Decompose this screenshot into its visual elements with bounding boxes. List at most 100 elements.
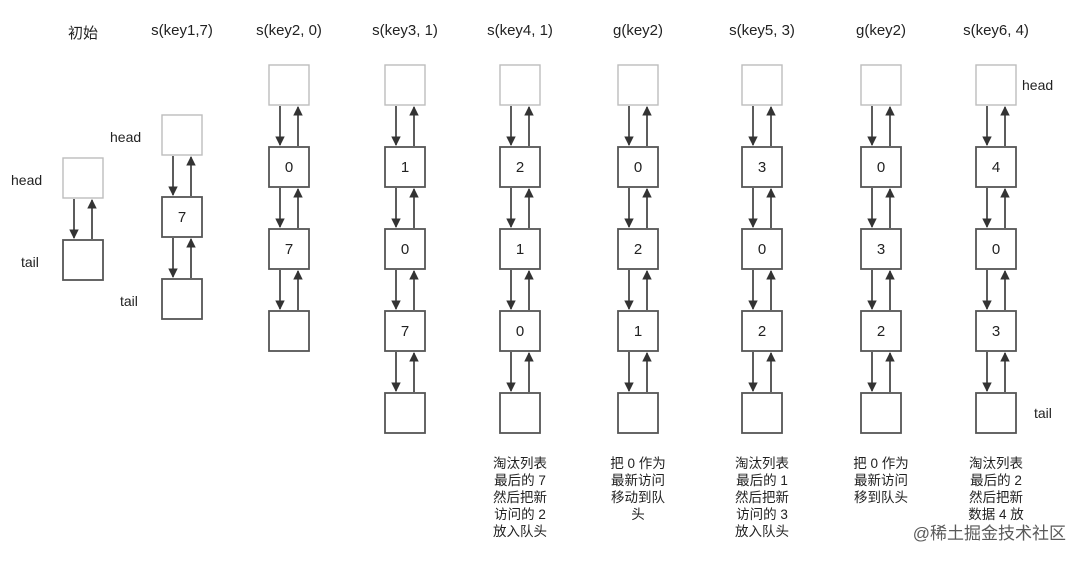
node-value: 7	[401, 323, 409, 340]
column-title: s(key4, 1)	[487, 22, 553, 39]
note-line: 最后的 7	[494, 473, 546, 488]
note-line: 最新访问	[611, 473, 665, 488]
node-value: 7	[285, 241, 293, 258]
list-column: 2 1 0	[499, 64, 541, 434]
list-node	[161, 196, 203, 238]
note-line: 把 0 作为	[610, 456, 666, 471]
list-node	[268, 228, 310, 270]
list-node	[975, 310, 1017, 352]
node-value: 3	[758, 159, 766, 176]
list-node	[384, 146, 426, 188]
node-value: 0	[634, 159, 642, 176]
head-sentinel-node	[741, 64, 783, 106]
tail-sentinel-node	[161, 278, 203, 320]
tail-sentinel-node	[384, 392, 426, 434]
node-value: 0	[877, 159, 885, 176]
note-line: 淘汰列表	[493, 456, 547, 471]
node-value: 1	[516, 241, 524, 258]
note-line: 把 0 作为	[853, 456, 909, 471]
head-sentinel-node	[499, 64, 541, 106]
head-sentinel-node	[161, 114, 203, 156]
list-node	[975, 146, 1017, 188]
note-line: 头	[631, 507, 645, 522]
tail-sentinel-node	[741, 392, 783, 434]
node-value: 4	[992, 159, 1000, 176]
tail-label: tail	[21, 254, 39, 270]
head-label: head	[1022, 77, 1054, 93]
node-value: 3	[992, 323, 1000, 340]
column-title: s(key2, 0)	[256, 22, 322, 39]
note-line: 移动到队	[611, 490, 665, 505]
note-line: 放入队头	[493, 524, 547, 539]
list-node	[268, 146, 310, 188]
list-node	[499, 310, 541, 352]
note-line: 然后把新	[735, 490, 789, 505]
list-node	[741, 228, 783, 270]
note-line: 最后的 1	[736, 473, 788, 488]
note-line: 最新访问	[854, 473, 908, 488]
node-value: 0	[516, 323, 524, 340]
list-node	[617, 146, 659, 188]
column-title: s(key6, 4)	[963, 22, 1029, 39]
node-value: 2	[877, 323, 885, 340]
node-value: 0	[285, 159, 293, 176]
note-line: 然后把新	[969, 490, 1023, 505]
watermark: @稀土掘金技术社区	[912, 524, 1066, 543]
head-sentinel-node	[617, 64, 659, 106]
list-node	[617, 228, 659, 270]
tail-sentinel-node	[975, 392, 1017, 434]
node-value: 2	[634, 241, 642, 258]
note-line: 移到队头	[854, 490, 908, 505]
tail-sentinel-node	[617, 392, 659, 434]
list-column: 1 0 7	[384, 64, 426, 434]
list-column: 4 0 3	[975, 64, 1017, 434]
list-node	[741, 146, 783, 188]
list-node	[384, 310, 426, 352]
note-line: 最后的 2	[970, 473, 1022, 488]
list-column: 0 3 2	[860, 64, 902, 434]
note-line: 访问的 2	[494, 507, 546, 522]
head-sentinel-node	[62, 157, 104, 199]
column-title: g(key2)	[612, 22, 664, 39]
column-title: s(key3, 1)	[372, 22, 438, 39]
step-note: 把 0 作为最新访问移动到队头	[592, 455, 684, 523]
tail-sentinel-node	[499, 392, 541, 434]
node-value: 0	[758, 241, 766, 258]
node-value: 3	[877, 241, 885, 258]
head-label: head	[110, 129, 142, 145]
list-node	[741, 310, 783, 352]
note-line: 淘汰列表	[735, 456, 789, 471]
list-node	[499, 228, 541, 270]
node-value: 2	[516, 159, 524, 176]
node-value: 1	[634, 323, 642, 340]
list-node	[860, 310, 902, 352]
list-node	[975, 228, 1017, 270]
head-label: head	[11, 172, 43, 188]
list-column: 7	[161, 114, 203, 320]
column-title: s(key1,7)	[151, 22, 213, 39]
list-column	[62, 157, 104, 281]
note-line: 放入队头	[735, 524, 789, 539]
node-value: 0	[992, 241, 1000, 258]
node-value: 0	[401, 241, 409, 258]
tail-label: tail	[120, 293, 138, 309]
note-line: 访问的 3	[736, 507, 788, 522]
node-value: 1	[401, 159, 409, 176]
tail-sentinel-node	[860, 392, 902, 434]
head-sentinel-node	[384, 64, 426, 106]
head-sentinel-node	[268, 64, 310, 106]
list-node	[384, 228, 426, 270]
tail-sentinel-node	[268, 310, 310, 352]
node-value: 7	[178, 209, 186, 226]
tail-label: tail	[1034, 405, 1052, 421]
head-sentinel-node	[860, 64, 902, 106]
column-title: s(key5, 3)	[729, 22, 795, 39]
list-column: 0 2 1	[617, 64, 659, 434]
column-title: g(key2)	[855, 22, 907, 39]
list-column: 07	[268, 64, 310, 352]
step-note: 把 0 作为最新访问移到队头	[835, 455, 927, 506]
